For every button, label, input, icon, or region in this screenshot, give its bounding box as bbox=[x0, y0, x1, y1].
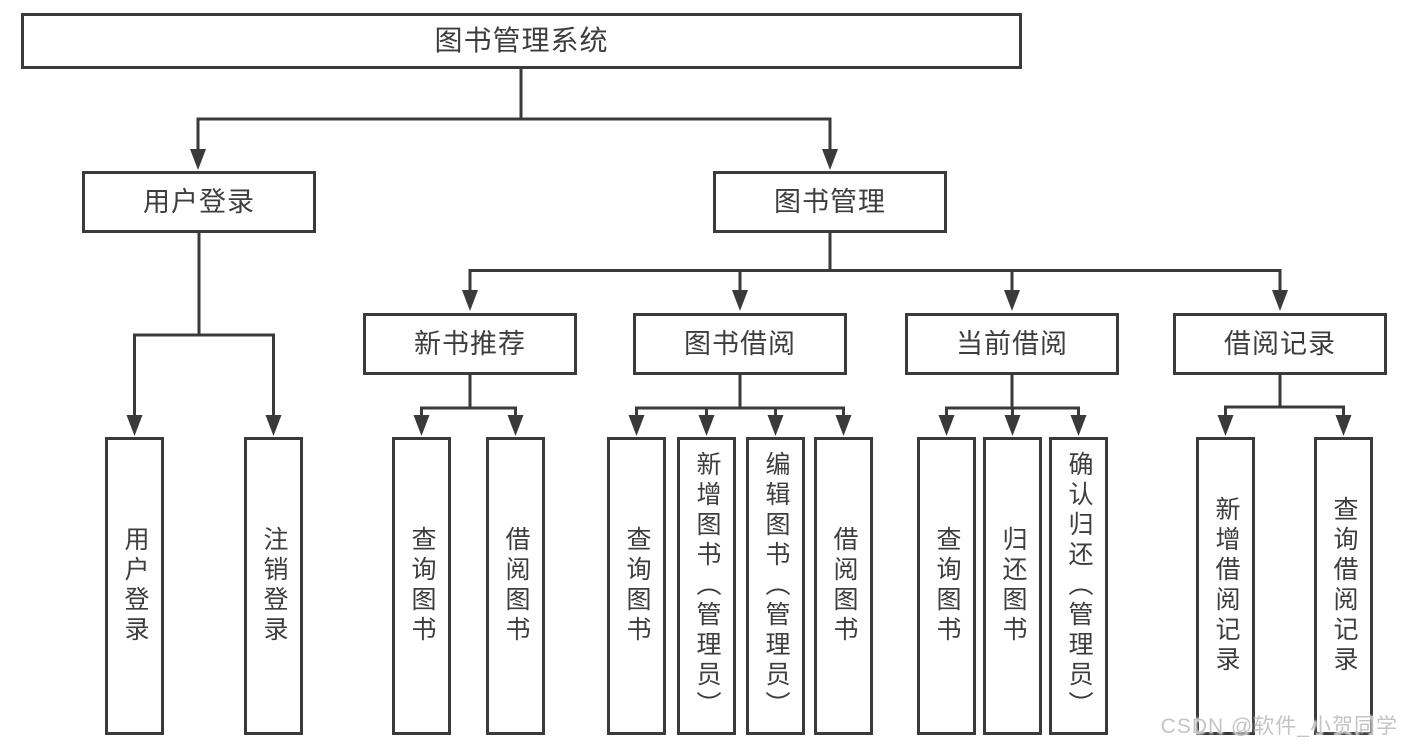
leaf-return-book: 归还图书 bbox=[983, 437, 1042, 735]
leaf-add-borrow-record: 新增借阅记录 bbox=[1196, 437, 1255, 735]
csdn-watermark: CSDN @软件_小贺同学 bbox=[1160, 715, 1398, 738]
leaf-logout-login: 注销登录 bbox=[244, 437, 303, 735]
arrowheads bbox=[126, 149, 1352, 436]
node-root: 图书管理系统 bbox=[21, 13, 1022, 69]
leaf-query-books-borrow: 查询图书 bbox=[607, 437, 666, 735]
leaf-edit-book-admin: 编辑图书（管理员） bbox=[746, 437, 805, 735]
node-book-borrow: 图书借阅 bbox=[633, 313, 847, 375]
leaf-borrow-books-recommend: 借阅图书 bbox=[486, 437, 545, 735]
leaf-borrow-books: 借阅图书 bbox=[814, 437, 873, 735]
node-user-login: 用户登录 bbox=[82, 171, 316, 233]
leaf-query-books-recommend: 查询图书 bbox=[392, 437, 451, 735]
leaf-confirm-return-admin: 确认归还（管理员） bbox=[1049, 437, 1108, 735]
node-current-borrow: 当前借阅 bbox=[905, 313, 1119, 375]
leaf-query-borrow-record: 查询借阅记录 bbox=[1314, 437, 1373, 735]
leaf-user-login: 用户登录 bbox=[105, 437, 164, 735]
node-borrow-records: 借阅记录 bbox=[1173, 313, 1387, 375]
node-new-book-recommend: 新书推荐 bbox=[363, 313, 577, 375]
leaf-query-books-current: 查询图书 bbox=[917, 437, 976, 735]
node-book-management: 图书管理 bbox=[713, 171, 947, 233]
leaf-add-book-admin: 新增图书（管理员） bbox=[677, 437, 736, 735]
